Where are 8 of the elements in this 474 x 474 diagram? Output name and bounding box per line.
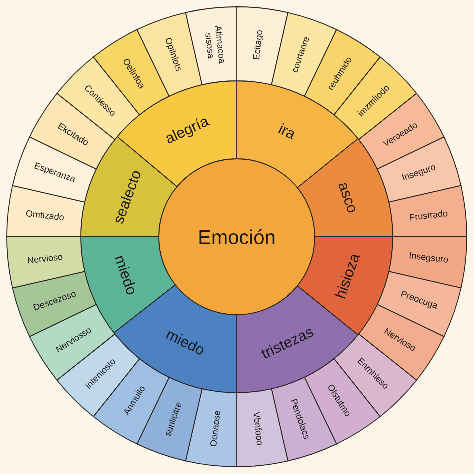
outer-ring-segment: Insegsuro (388, 236, 468, 289)
outer-ring-segment: Frustrado (388, 185, 468, 238)
outer-ring-segment: Nervioso (6, 236, 86, 289)
outer-ring-segment: Vbnfooo (236, 388, 289, 468)
outer-ring-segment: Oonaose (185, 388, 238, 468)
outer-ring-segment: Atirnacoa sisosa (185, 6, 238, 86)
outer-ring-segment: Ecitago (236, 6, 289, 86)
outer-ring-segment: Omtizado (6, 185, 86, 238)
